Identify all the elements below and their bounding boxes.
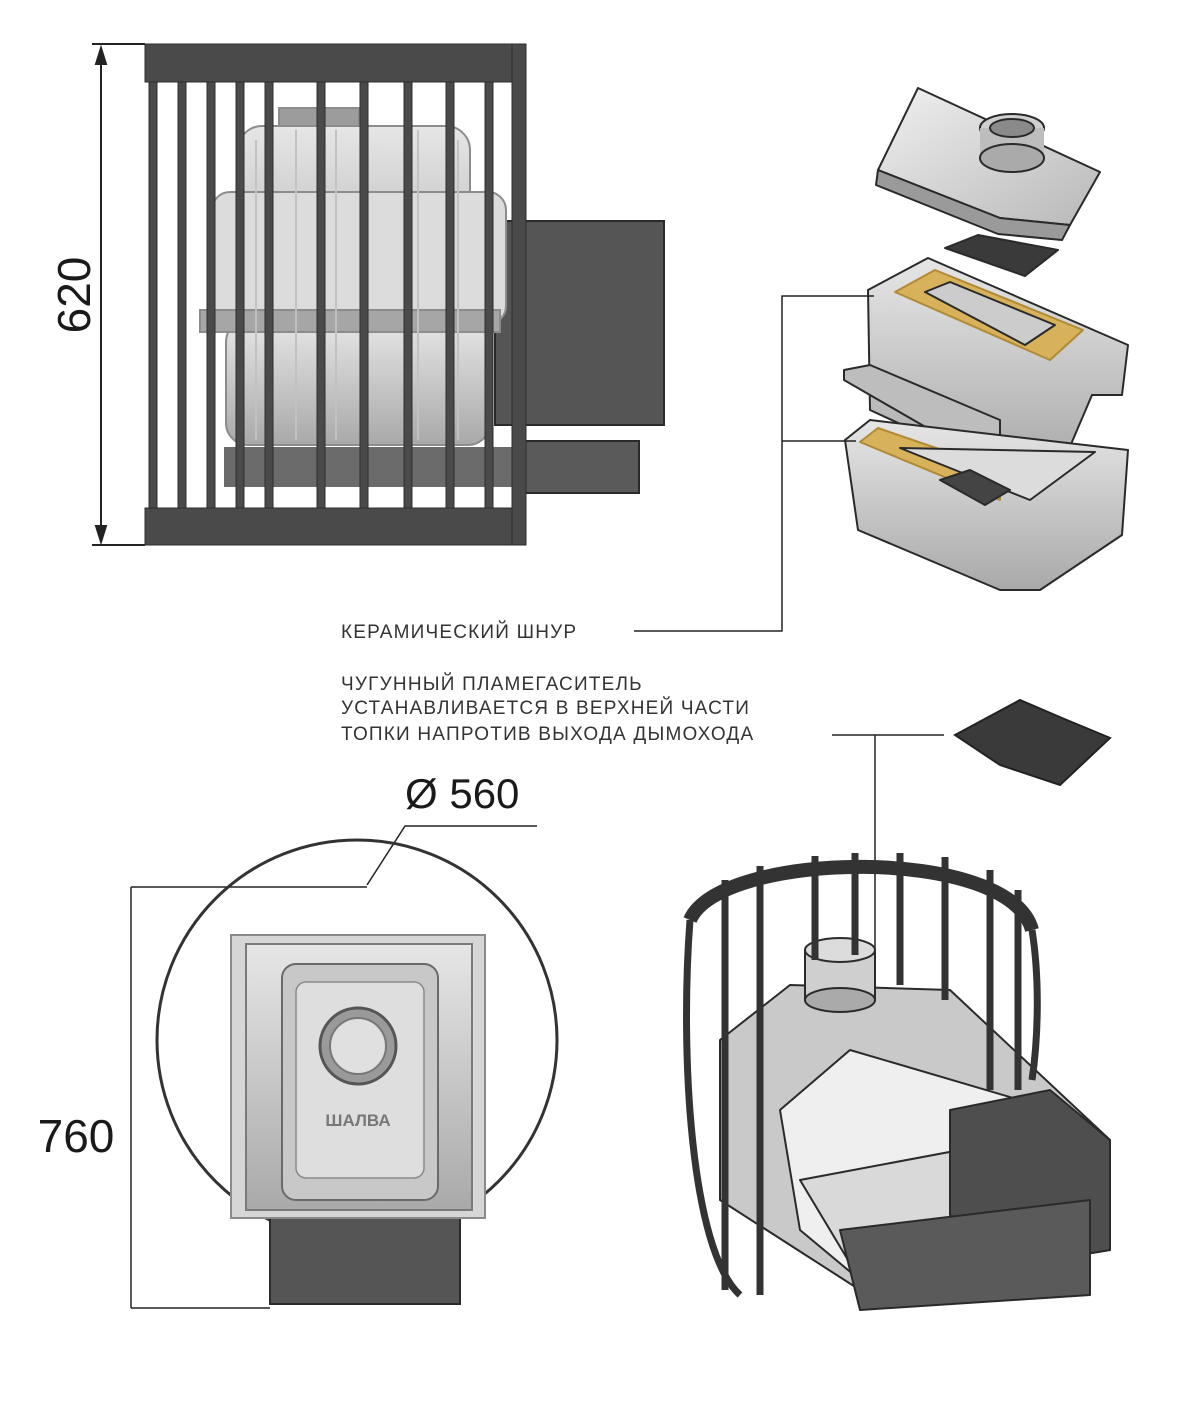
flame-arrester-label: ЧУГУННЫЙ ПЛАМЕГАСИТЕЛЬ УСТАНАВЛИВАЕТСЯ В… <box>341 673 754 745</box>
cover-gasket <box>944 234 1059 277</box>
firebox-body <box>199 107 507 446</box>
stone-cage-iso <box>683 853 1041 1298</box>
stone-cage-side <box>144 43 527 546</box>
flame-arrester-part <box>953 698 1112 787</box>
dimension-760: 760 <box>38 1110 115 1162</box>
firebox-lower-section <box>844 419 1129 591</box>
label-flame-arrester-line1: ЧУГУННЫЙ ПЛАМЕГАСИТЕЛЬ <box>341 673 643 695</box>
door-badge: ШАЛВА <box>325 1111 390 1130</box>
leader-ceramic-cord <box>634 295 874 632</box>
leader-diameter <box>366 825 537 886</box>
firebox-tunnel-front <box>269 1217 461 1305</box>
firebox-top-cover <box>875 87 1101 241</box>
dimension-diameter: Ø 560 <box>405 770 519 817</box>
isometric-cutaway <box>683 853 1111 1311</box>
label-flame-arrester-line2: УСТАНАВЛИВАЕТСЯ В ВЕРХНЕЙ ЧАСТИ <box>341 697 750 719</box>
firebox-tunnel <box>519 440 640 494</box>
dimension-620-line <box>92 43 145 546</box>
front-view: Ø 560 760 ШАЛВА <box>38 770 559 1309</box>
exploded-firebox <box>634 87 1129 632</box>
top-view-side: 620 <box>48 43 665 546</box>
label-flame-arrester-line3: ТОПКИ НАПРОТИВ ВЫХОДА ДЫМОХОДА <box>341 724 754 745</box>
label-ceramic-cord: КЕРАМИЧЕСКИЙ ШНУР <box>341 621 577 643</box>
dimension-620: 620 <box>48 257 100 334</box>
